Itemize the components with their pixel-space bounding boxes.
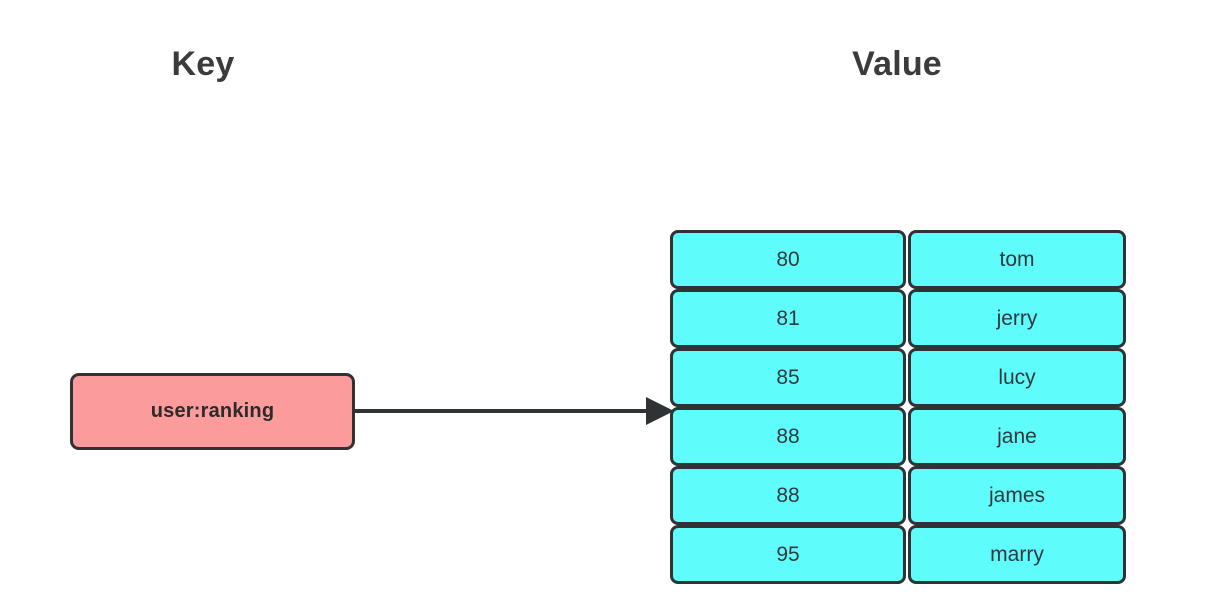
key-column-heading: Key: [171, 45, 235, 83]
member-cell: tom: [908, 230, 1126, 289]
member-cell: marry: [908, 525, 1126, 584]
member-cell: james: [908, 466, 1126, 525]
member-cell: jerry: [908, 289, 1126, 348]
key-node: user:ranking: [70, 373, 355, 450]
member-cell: jane: [908, 407, 1126, 466]
score-cell: 80: [670, 230, 906, 289]
member-cell: lucy: [908, 348, 1126, 407]
score-cell: 88: [670, 466, 906, 525]
key-node-label: user:ranking: [150, 400, 275, 422]
score-cell: 81: [670, 289, 906, 348]
score-cell: 95: [670, 525, 906, 584]
score-cell: 88: [670, 407, 906, 466]
value-column-heading: Value: [852, 45, 942, 83]
key-to-value-arrow-icon: [354, 397, 674, 425]
score-cell: 85: [670, 348, 906, 407]
